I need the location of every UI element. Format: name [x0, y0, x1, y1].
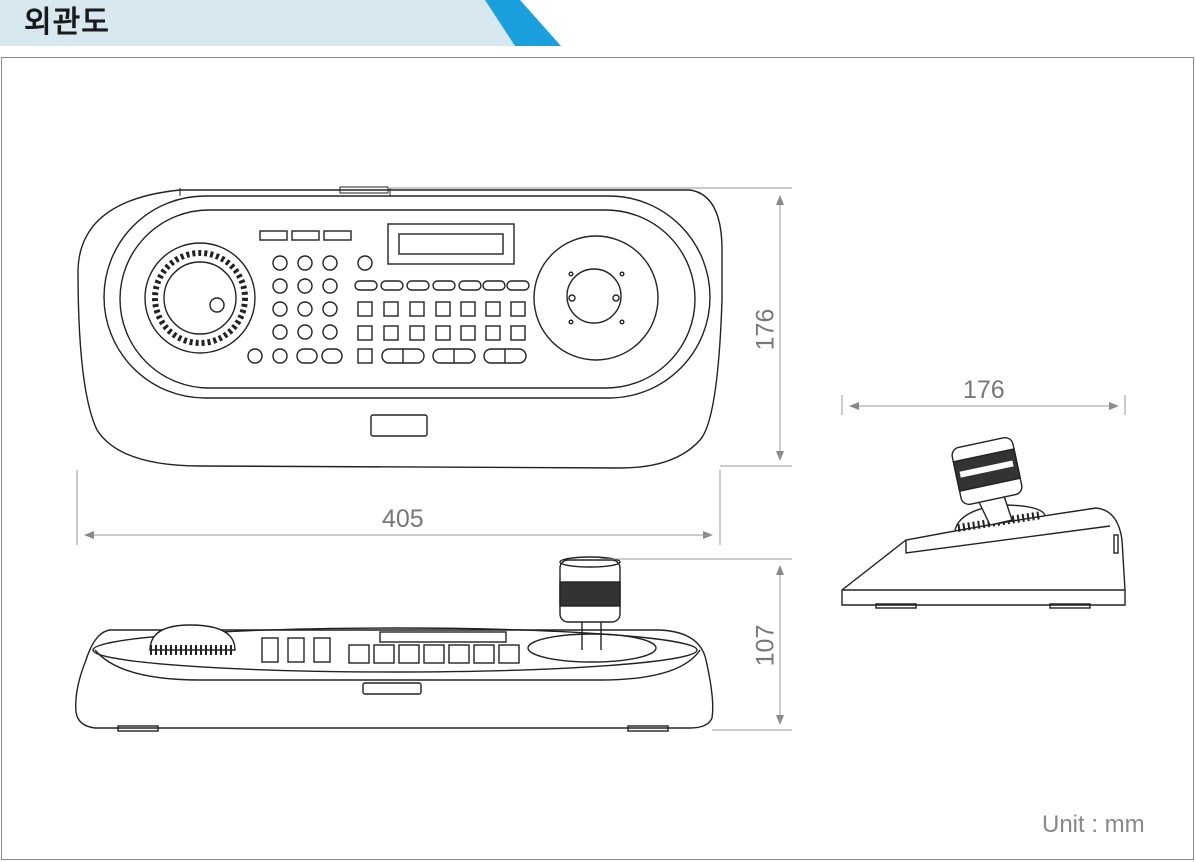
header-band [0, 0, 1196, 46]
dimension-side-depth: 176 [963, 376, 1005, 404]
front-jog-dial [149, 624, 236, 651]
lcd-outer [387, 223, 515, 265]
top-button-2 [291, 230, 320, 241]
top-button-3 [323, 230, 352, 241]
side-view-body [841, 507, 1126, 606]
front-panel-ellipse [92, 627, 698, 673]
lcd-screen [398, 233, 504, 255]
top-front-slot [370, 414, 428, 437]
drawing-frame [1, 57, 1194, 860]
dimension-top-depth: 176 [751, 308, 780, 351]
joystick-base [533, 235, 659, 361]
front-keys [261, 637, 520, 664]
top-panel-inner [119, 209, 696, 389]
unit-label: Unit : mm [1042, 811, 1145, 838]
page-title: 외관도 [24, 5, 110, 40]
round-buttons [247, 255, 373, 364]
jog-dial-dimple [209, 297, 225, 313]
pill-buttons [354, 280, 530, 291]
header-band-shape [0, 0, 561, 46]
front-slot [362, 682, 422, 695]
side-view [841, 436, 1126, 609]
front-view [75, 556, 714, 732]
front-view-body [75, 629, 714, 729]
dimension-lines [76, 187, 1126, 731]
top-panel-outer [103, 195, 711, 399]
square-keys [357, 301, 527, 364]
jog-dial-ring [144, 242, 256, 354]
top-button-1 [259, 230, 288, 241]
top-view-outline [77, 189, 723, 469]
dimension-front-height: 107 [751, 624, 780, 667]
front-joystick-base [527, 633, 657, 663]
dimension-top-width: 405 [382, 505, 424, 533]
top-connector [339, 186, 389, 194]
joystick-knob [566, 268, 622, 324]
jog-dial-knob [163, 261, 237, 335]
front-lcd [379, 631, 507, 643]
top-view [77, 186, 723, 469]
